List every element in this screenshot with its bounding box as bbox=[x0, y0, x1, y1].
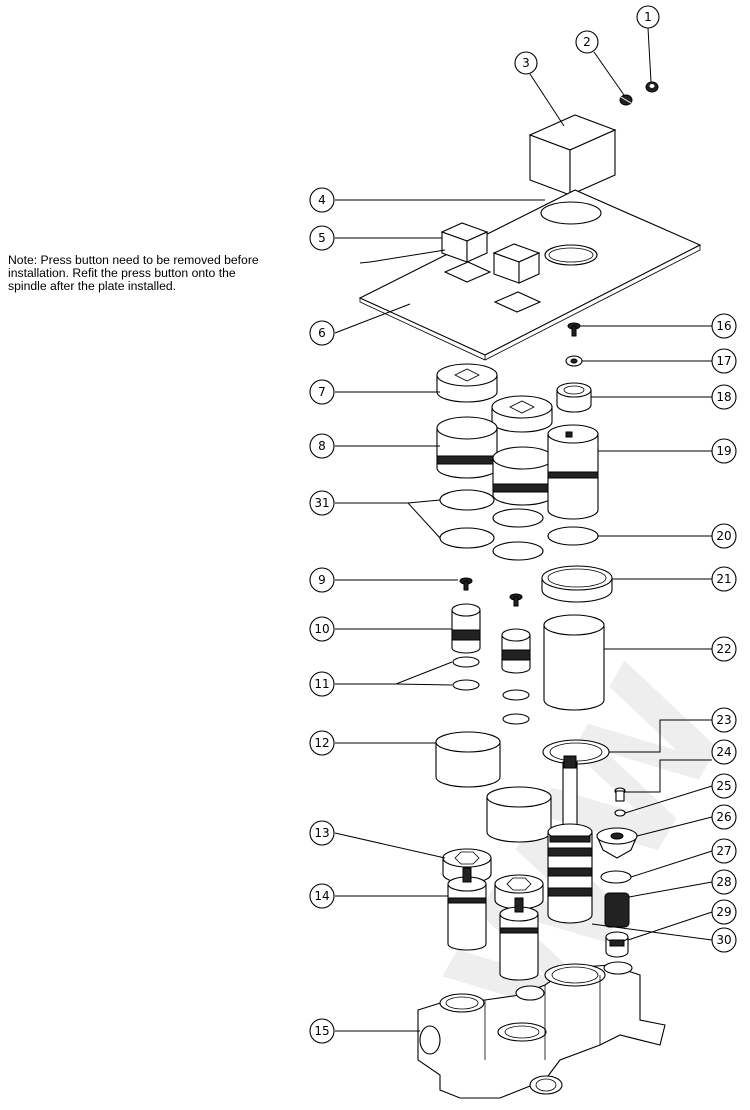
callout-29: 29 bbox=[711, 899, 737, 925]
svg-text:12: 12 bbox=[314, 736, 329, 750]
svg-text:15: 15 bbox=[314, 1024, 329, 1038]
svg-text:17: 17 bbox=[716, 354, 731, 368]
callout-1: 1 bbox=[636, 5, 660, 29]
svg-text:4: 4 bbox=[318, 193, 326, 207]
part-7-adapters bbox=[436, 363, 553, 433]
callout-5: 5 bbox=[309, 225, 335, 251]
note-line-1: Note: Press button need to be removed be… bbox=[8, 253, 259, 267]
svg-text:23: 23 bbox=[716, 713, 731, 727]
callout-27: 27 bbox=[711, 838, 737, 864]
part-3-cube-button bbox=[528, 114, 617, 196]
svg-text:21: 21 bbox=[716, 572, 731, 586]
svg-text:8: 8 bbox=[318, 439, 326, 453]
callout-19: 19 bbox=[711, 438, 737, 464]
part-28-spring bbox=[604, 892, 630, 928]
part-25-washer bbox=[614, 809, 626, 817]
callout-12: 12 bbox=[309, 730, 335, 756]
svg-text:2: 2 bbox=[583, 35, 591, 49]
part-2-grub-screw bbox=[619, 94, 633, 106]
part-30-thermostatic-cartridge bbox=[547, 755, 593, 924]
part-24-screw bbox=[614, 787, 626, 802]
svg-text:26: 26 bbox=[716, 810, 731, 824]
part-16-screw bbox=[567, 322, 581, 337]
svg-text:14: 14 bbox=[314, 889, 329, 903]
callout-4: 4 bbox=[309, 187, 335, 213]
svg-text:10: 10 bbox=[314, 622, 329, 636]
svg-text:19: 19 bbox=[716, 444, 731, 458]
callout-22: 22 bbox=[711, 636, 737, 662]
svg-text:1: 1 bbox=[644, 10, 652, 24]
part-27-o-ring bbox=[600, 870, 632, 884]
callout-31: 31 bbox=[309, 490, 335, 516]
part-1-nut bbox=[645, 81, 659, 93]
part-20-o-ring bbox=[547, 526, 599, 546]
callout-25: 25 bbox=[711, 773, 737, 799]
part-19-cartridge-sleeve bbox=[547, 424, 599, 520]
callout-21: 21 bbox=[711, 566, 737, 592]
svg-text:9: 9 bbox=[318, 573, 326, 587]
part-10-adapters bbox=[451, 603, 531, 674]
svg-text:7: 7 bbox=[318, 385, 326, 399]
svg-text:22: 22 bbox=[716, 642, 731, 656]
part-15-valve-body bbox=[417, 961, 666, 1099]
callout-30: 30 bbox=[711, 927, 737, 953]
callout-17: 17 bbox=[711, 348, 737, 374]
callout-28: 28 bbox=[711, 869, 737, 895]
svg-text:31: 31 bbox=[314, 496, 329, 510]
part-5-press-buttons bbox=[440, 222, 541, 284]
callout-16: 16 bbox=[711, 313, 737, 339]
callout-3: 3 bbox=[514, 51, 538, 75]
note-line-3: spindle after the plate installed. bbox=[8, 279, 177, 294]
svg-text:5: 5 bbox=[318, 231, 326, 245]
part-14-cartridges bbox=[447, 867, 539, 981]
part-9-screws bbox=[459, 577, 523, 607]
svg-text:25: 25 bbox=[716, 779, 731, 793]
note-line-2: installation. Refit the press button ont… bbox=[8, 266, 236, 281]
svg-text:13: 13 bbox=[314, 826, 329, 840]
callout-24: 24 bbox=[711, 739, 737, 765]
svg-text:24: 24 bbox=[716, 745, 731, 759]
callout-9: 9 bbox=[309, 567, 335, 593]
part-31-o-rings bbox=[439, 489, 544, 561]
part-26-knob-cap bbox=[596, 827, 638, 859]
part-22-housing-sleeve bbox=[543, 614, 605, 711]
svg-text:11: 11 bbox=[314, 677, 329, 691]
callout-13: 13 bbox=[309, 820, 335, 846]
callout-14: 14 bbox=[309, 883, 335, 909]
part-11-o-rings bbox=[452, 656, 530, 725]
part-29-valve bbox=[605, 931, 629, 958]
part-17-washer bbox=[565, 355, 583, 367]
part-18-cap bbox=[556, 382, 592, 413]
svg-text:30: 30 bbox=[716, 933, 731, 947]
callout-7: 7 bbox=[309, 379, 335, 405]
svg-text:16: 16 bbox=[716, 319, 731, 333]
svg-text:27: 27 bbox=[716, 844, 731, 858]
svg-text:28: 28 bbox=[716, 875, 731, 889]
callout-15: 15 bbox=[309, 1018, 335, 1044]
part-12-sleeves bbox=[435, 731, 552, 843]
callout-6: 6 bbox=[309, 320, 335, 346]
svg-text:20: 20 bbox=[716, 529, 731, 543]
svg-text:29: 29 bbox=[716, 905, 731, 919]
callout-20: 20 bbox=[711, 523, 737, 549]
callout-26: 26 bbox=[711, 804, 737, 830]
callout-8: 8 bbox=[309, 433, 335, 459]
installation-note: Note: Press button need to be removed be… bbox=[8, 253, 368, 294]
part-21-ring bbox=[541, 565, 613, 603]
leader-lines bbox=[334, 27, 713, 1032]
callout-23: 23 bbox=[711, 707, 737, 733]
part-13-nuts bbox=[442, 848, 544, 910]
callout-11: 11 bbox=[309, 671, 335, 697]
svg-text:18: 18 bbox=[716, 390, 731, 404]
svg-text:6: 6 bbox=[318, 326, 326, 340]
callout-2: 2 bbox=[575, 30, 599, 54]
callout-18: 18 bbox=[711, 384, 737, 410]
callout-10: 10 bbox=[309, 616, 335, 642]
svg-text:3: 3 bbox=[522, 56, 530, 70]
